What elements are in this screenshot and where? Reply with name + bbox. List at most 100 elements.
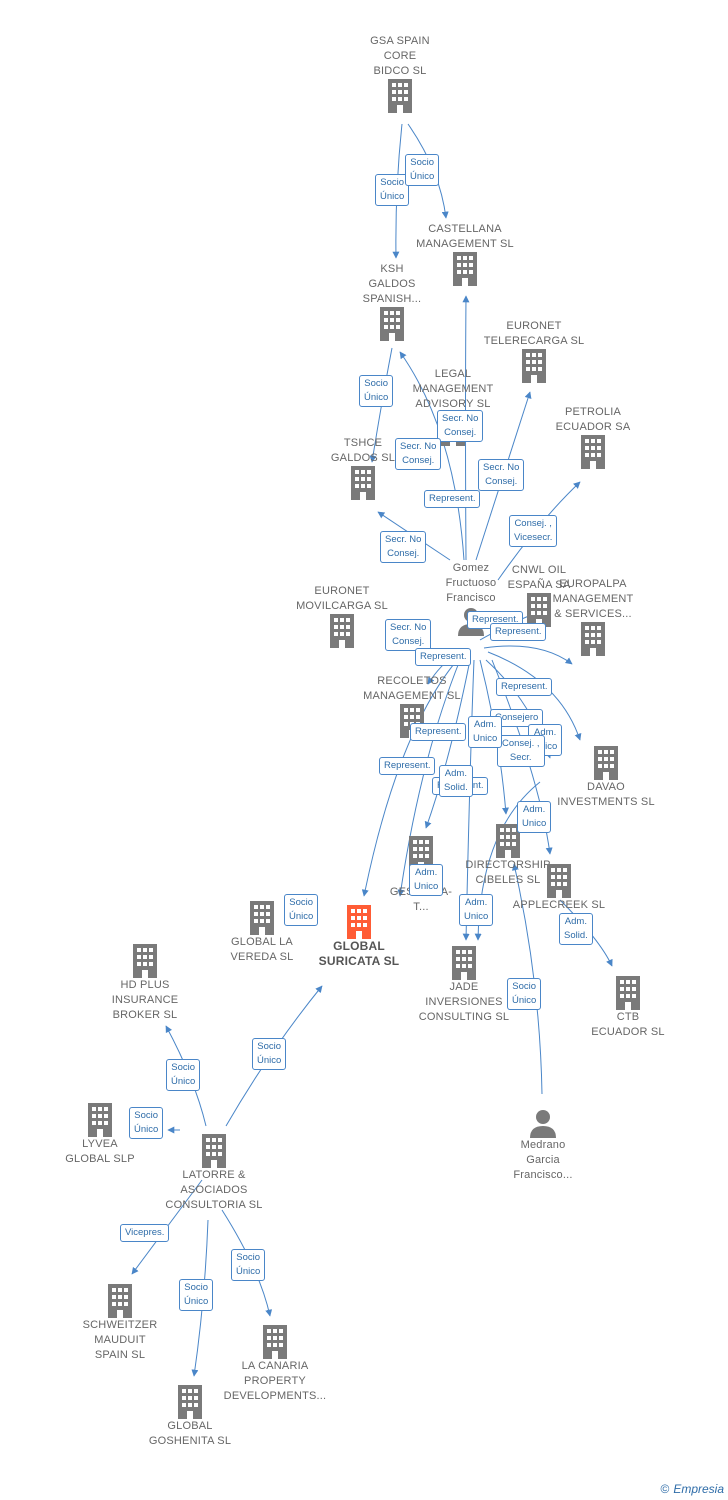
node-label: JADE INVERSIONES CONSULTING SL xyxy=(418,981,510,1023)
relation-label[interactable]: Represent. xyxy=(415,648,472,666)
building-icon xyxy=(496,824,520,858)
node-label: LEGAL MANAGEMENT ADVISORY SL xyxy=(412,368,494,410)
relation-label[interactable]: Consejero xyxy=(490,709,544,727)
relation-label[interactable]: Socio Único xyxy=(507,978,542,1010)
node-davao-investments[interactable]: DAVAO INVESTMENTS SL xyxy=(531,746,681,810)
brand-name: Empresia xyxy=(673,1482,724,1496)
node-label: DIRECTORSHIP CIBELES SL xyxy=(465,859,551,886)
relation-label[interactable]: Socio Único xyxy=(166,1059,201,1091)
relation-label[interactable]: Secr. No Consej. xyxy=(437,410,484,442)
relation-label[interactable]: Secr. No Consej. xyxy=(380,531,427,563)
node-label: EURONET MOVILCARGA SL xyxy=(296,585,388,612)
building-icon xyxy=(527,593,551,627)
relation-label[interactable]: Represent. xyxy=(410,723,467,741)
node-gomez-fructuoso-francisco[interactable]: Gomez Fructuoso Francisco xyxy=(396,561,546,636)
node-label: CTB ECUADOR SL xyxy=(591,1011,665,1038)
node-lyvea-global[interactable]: LYVEA GLOBAL SLP xyxy=(25,1103,175,1167)
relation-label[interactable]: Socio Único xyxy=(231,1249,266,1281)
relation-label[interactable]: Adm. Solid. xyxy=(559,913,593,945)
node-label: GSA SPAIN CORE BIDCO SL xyxy=(370,35,430,77)
copyright-symbol: © xyxy=(660,1482,670,1496)
node-label: GLOBAL GOSHENITA SL xyxy=(148,1420,232,1447)
relation-label[interactable]: Secr. No Consej. xyxy=(385,619,432,651)
node-ctb-ecuador[interactable]: CTB ECUADOR SL xyxy=(553,976,703,1040)
building-icon xyxy=(522,349,546,383)
relation-label[interactable]: Represent. xyxy=(379,757,436,775)
node-global-suricata-main[interactable]: GLOBAL SURICATA SL xyxy=(284,905,434,969)
relation-label[interactable]: Socio Único xyxy=(179,1279,214,1311)
node-euronet-telerecarga[interactable]: EURONET TELERECARGA SL xyxy=(459,319,609,383)
relation-label[interactable]: Adm. Unico xyxy=(468,716,503,748)
node-label: TSHCE GALDOS SL xyxy=(330,437,396,464)
node-jade-inversiones[interactable]: JADE INVERSIONES CONSULTING SL xyxy=(389,946,539,1025)
relation-label[interactable]: Secr. No Consej. xyxy=(478,459,525,491)
node-cnwl-oil-espana[interactable]: CNWL OIL ESPAÑA SA xyxy=(464,563,614,627)
building-icon xyxy=(347,905,371,939)
relation-label[interactable]: Socio Único xyxy=(405,154,440,186)
node-label: HD PLUS INSURANCE BROKER SL xyxy=(111,979,179,1021)
building-icon xyxy=(202,1134,226,1168)
node-label: Gomez Fructuoso Francisco xyxy=(445,562,497,604)
relation-label[interactable]: Socio Único xyxy=(375,174,410,206)
node-label: RECOLETOS MANAGEMENT SL xyxy=(363,675,461,702)
node-ksh-galdos-spanish[interactable]: KSH GALDOS SPANISH... xyxy=(317,262,467,341)
building-icon xyxy=(178,1385,202,1419)
building-icon xyxy=(380,307,404,341)
relation-label[interactable]: Adm. Unico xyxy=(459,894,494,926)
relation-label[interactable]: Socio Único xyxy=(284,894,319,926)
node-schweitzer-mauduit[interactable]: SCHWEITZER MAUDUIT SPAIN SL xyxy=(45,1284,195,1363)
node-label: CNWL OIL ESPAÑA SA xyxy=(507,564,571,591)
relation-label[interactable]: Adm. Solid. xyxy=(439,765,473,797)
node-label: SCHWEITZER MAUDUIT SPAIN SL xyxy=(82,1319,158,1361)
node-applecreek[interactable]: APPLECREEK SL xyxy=(484,864,634,913)
relation-label[interactable]: Represent. xyxy=(496,678,553,696)
relation-label[interactable]: Secr. No Consej. xyxy=(395,438,442,470)
node-gsa-spain-core-bidco[interactable]: GSA SPAIN CORE BIDCO SL xyxy=(325,34,475,113)
node-label: LATORRE & ASOCIADOS CONSULTORIA SL xyxy=(165,1169,263,1211)
node-europalpa-management[interactable]: EUROPALPA MANAGEMENT & SERVICES... xyxy=(518,577,668,656)
relation-label[interactable]: Socio Único xyxy=(129,1107,164,1139)
node-global-goshenita[interactable]: GLOBAL GOSHENITA SL xyxy=(115,1385,265,1449)
node-label: EUROPALPA MANAGEMENT & SERVICES... xyxy=(552,578,634,620)
relation-label[interactable]: Represent. xyxy=(490,623,547,641)
node-euronet-movilcarga[interactable]: EURONET MOVILCARGA SL xyxy=(267,584,417,648)
building-icon xyxy=(581,622,605,656)
relation-label[interactable]: Represent. xyxy=(424,490,481,508)
node-label: LA CANARIA PROPERTY DEVELOPMENTS... xyxy=(223,1360,327,1402)
building-icon xyxy=(250,901,274,935)
node-label: CASTELLANA MANAGEMENT SL xyxy=(416,223,514,250)
relation-label[interactable]: Adm. Unico xyxy=(409,864,444,896)
building-icon xyxy=(452,946,476,980)
node-tshce-galdos[interactable]: TSHCE GALDOS SL xyxy=(288,436,438,500)
node-petrolia-ecuador[interactable]: PETROLIA ECUADOR SA xyxy=(518,405,668,469)
relation-label[interactable]: Socio Único xyxy=(252,1038,287,1070)
building-icon xyxy=(616,976,640,1010)
node-label: PETROLIA ECUADOR SA xyxy=(555,406,631,433)
node-la-canaria-property[interactable]: LA CANARIA PROPERTY DEVELOPMENTS... xyxy=(200,1325,350,1404)
node-label: EURONET TELERECARGA SL xyxy=(483,320,585,347)
node-latorre-asociados[interactable]: LATORRE & ASOCIADOS CONSULTORIA SL xyxy=(139,1134,289,1213)
node-hd-plus-insurance[interactable]: HD PLUS INSURANCE BROKER SL xyxy=(70,944,220,1023)
building-icon xyxy=(547,864,571,898)
building-icon xyxy=(351,466,375,500)
relation-label[interactable]: Consej. , Vicesecr. xyxy=(509,515,558,547)
building-icon xyxy=(388,79,412,113)
building-icon xyxy=(133,944,157,978)
node-label: DAVAO INVESTMENTS SL xyxy=(557,781,655,808)
relation-label[interactable]: Vicepres. xyxy=(120,1224,170,1242)
node-global-la-vereda[interactable]: GLOBAL LA VEREDA SL xyxy=(187,901,337,965)
footer-brand: ©Empresia xyxy=(660,1482,724,1496)
node-directorship-cibeles[interactable]: DIRECTORSHIP CIBELES SL xyxy=(433,824,583,888)
node-castellana-management[interactable]: CASTELLANA MANAGEMENT SL xyxy=(390,222,540,286)
node-label: KSH GALDOS SPANISH... xyxy=(362,263,422,305)
node-medrano-garcia-francisco[interactable]: Medrano Garcia Francisco... xyxy=(468,1108,618,1183)
relation-label[interactable]: Adm. Unico xyxy=(517,801,552,833)
node-label: APPLECREEK SL xyxy=(512,899,606,911)
relation-label[interactable]: Consej. , Secr. xyxy=(497,735,545,767)
building-icon xyxy=(581,435,605,469)
node-label: GLOBAL SURICATA SL xyxy=(318,939,400,968)
building-icon xyxy=(263,1325,287,1359)
building-icon xyxy=(108,1284,132,1318)
relation-label[interactable]: Socio Único xyxy=(359,375,394,407)
building-icon xyxy=(88,1103,112,1137)
